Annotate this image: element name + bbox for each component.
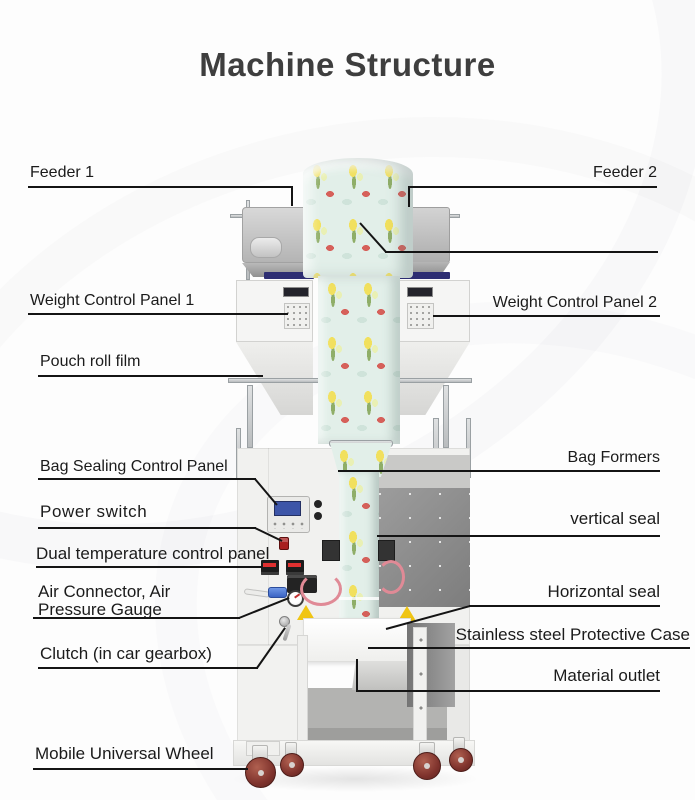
weigher-1-display [283,287,309,297]
temperature-display-1 [263,563,276,567]
callout-line-bag-sealing-control-panel [38,478,256,480]
callout-line-dual-temperature [36,566,262,568]
label-dual-temperature-control-panel: Dual temperature control panel [36,544,270,563]
cabinet-opening-floor [305,728,447,740]
lcd-screen [274,501,301,516]
label-feeder-2: Feeder 2 [592,164,657,181]
feeder-1-motor [250,237,282,258]
lcd-button-row [271,520,307,529]
callout-line-clutch [38,667,258,669]
callout-line-stainless-case [368,647,690,649]
callout-line-horizontal-seal [469,605,660,607]
label-stainless-steel-protective-case: Stainless steel Protective Case [455,625,690,644]
frame-leg-right [443,385,449,448]
label-pouch-roll-film: Pouch roll film [40,353,141,370]
heater-cable-left [300,572,342,606]
pouch-film-roll [303,158,413,278]
page-title: Machine Structure [199,46,496,83]
callout-line-pouch-roll-film [38,375,263,377]
callout-line-weight-control-panel-1 [28,313,288,315]
callout-line-air-connector [33,617,240,619]
cabinet-left-panel [237,645,305,743]
callout-line-mobile-universal-wheel [33,768,248,770]
vertical-seal-jaw-left [322,540,340,561]
label-bag-formers: Bag Formers [567,449,660,466]
caster-wheel-back-left [280,753,304,777]
air-connector-blue-fitting [268,587,287,598]
clutch-knob [279,616,290,627]
callout-line-material-outlet [356,690,660,692]
hopper-blue-bar-right [392,272,450,279]
callout-line-film-roll [385,251,658,253]
callout-elbow-feeder-1 [291,186,293,206]
label-vertical-seal: vertical seal [570,509,660,528]
cabinet-pillar-right [413,627,427,743]
callout-elbow-feeder-2 [408,186,410,207]
label-horizontal-seal: Horizontal seal [547,582,660,601]
heater-cable-right [377,560,405,594]
frame-leg-left [247,385,253,448]
label-material-outlet: Material outlet [553,666,660,685]
label-air-connector: Air Connector, Air Pressure Gauge [38,583,170,619]
warning-triangle-left [297,605,315,620]
weigher-1-keypad [284,303,310,329]
callout-line-weight-control-panel-2 [433,315,660,317]
callout-line-power-switch [38,527,256,529]
caster-wheel-front-left [245,757,276,788]
callout-line-bag-formers [338,470,660,472]
cabinet-pillar-left [297,635,308,743]
film-tube [339,470,379,630]
weigher-2-display [407,287,433,297]
hopper-blue-bar-left [264,272,314,279]
label-air-connector-line2: Pressure Gauge [38,600,162,619]
callout-line-feeder-2 [408,186,657,188]
bag-top-seal-crimp [339,597,379,600]
material-outlet-chute [352,662,411,690]
pouch-film-web [318,276,400,444]
label-weight-control-panel-1: Weight Control Panel 1 [30,292,195,309]
callout-elbow-material-outlet [356,659,358,692]
power-switch-component [279,537,289,550]
body-seam [268,448,269,645]
panel-knob-top [314,500,322,508]
caster-wheel-back-right [449,748,473,772]
panel-knob-bottom [314,512,322,520]
weigher-2-keypad [407,303,434,329]
callout-line-feeder-1 [28,186,293,188]
label-bag-sealing-control-panel: Bag Sealing Control Panel [40,458,228,475]
label-mobile-universal-wheel: Mobile Universal Wheel [35,744,214,763]
label-air-connector-line1: Air Connector, Air [38,582,171,601]
vertical-seal-jaw-right [378,540,395,561]
caster-wheel-front-right [413,752,441,780]
callout-line-vertical-seal [377,535,660,537]
temperature-display-2 [288,563,301,567]
label-clutch: Clutch (in car gearbox) [40,644,212,663]
label-weight-control-panel-2: Weight Control Panel 2 [492,294,657,311]
warning-triangle-right [398,606,416,621]
label-feeder-1: Feeder 1 [30,164,95,181]
label-power-switch: Power switch [40,502,148,521]
